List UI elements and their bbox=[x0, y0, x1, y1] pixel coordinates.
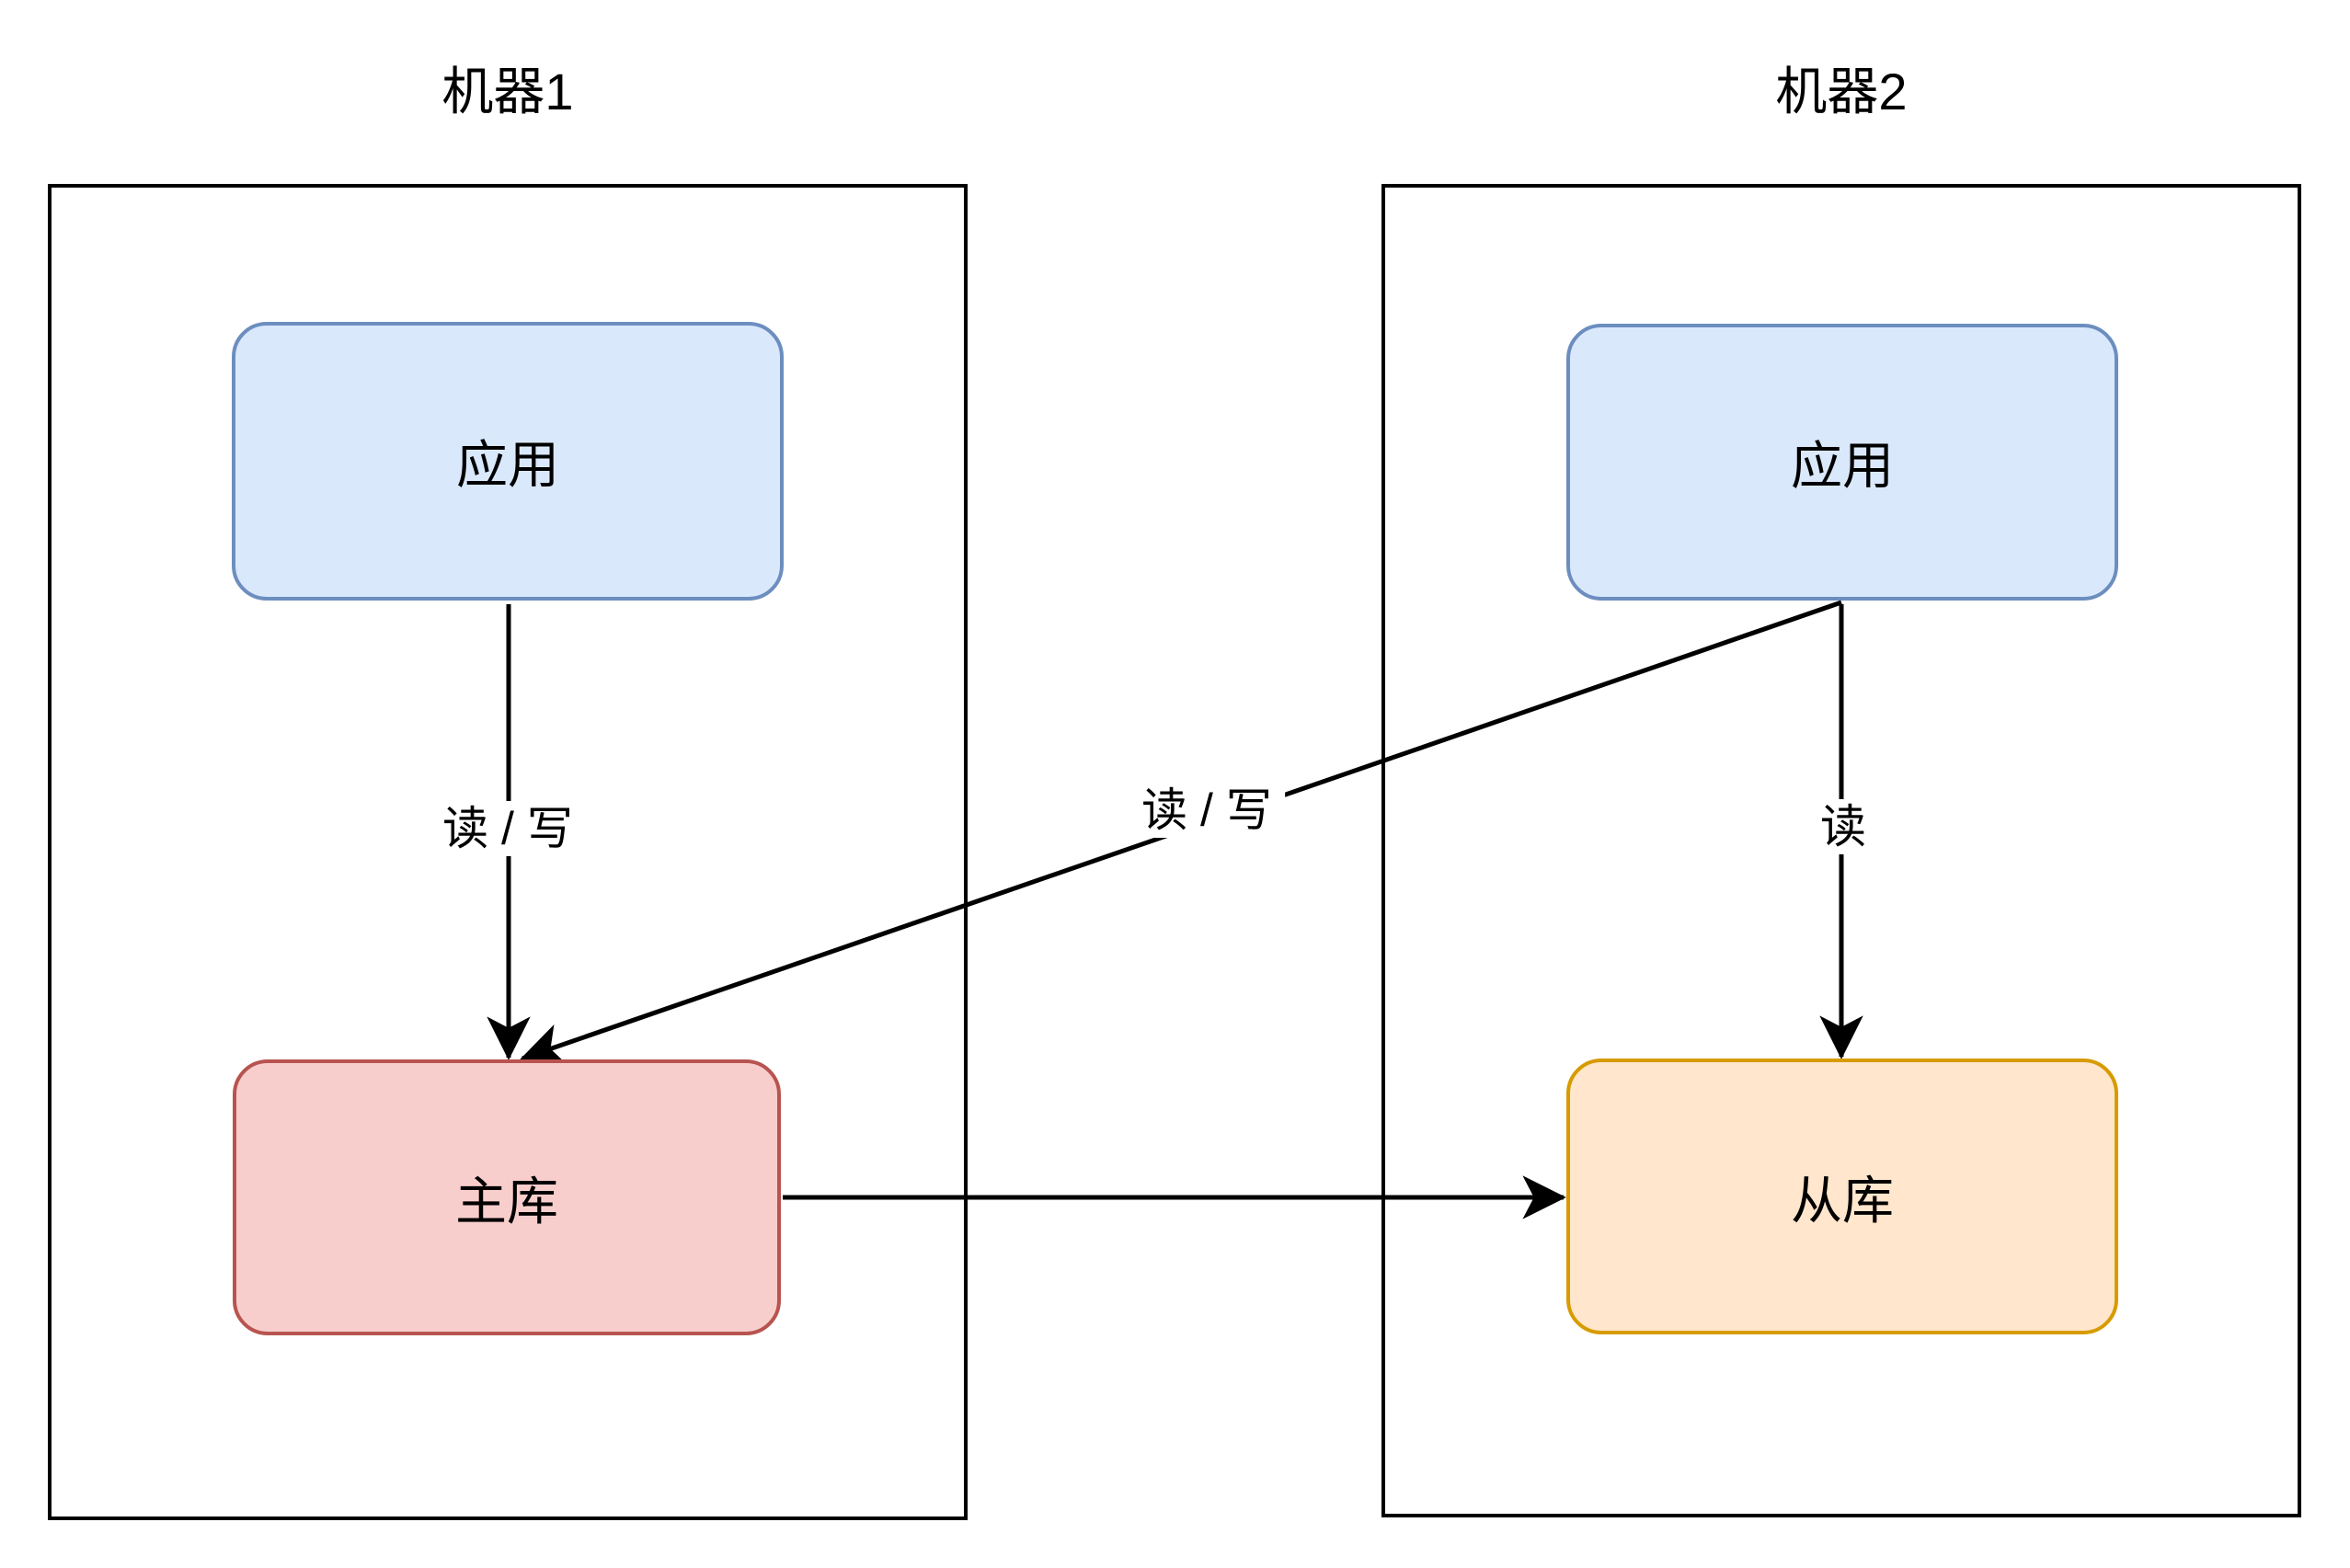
machine1-title: 机器1 bbox=[441, 63, 574, 120]
edge-label-read-right: 读 bbox=[1807, 799, 1879, 854]
node-application-machine1: 应用 bbox=[232, 322, 784, 601]
machine1-container bbox=[48, 184, 968, 1520]
node-slave-database: 从库 bbox=[1566, 1059, 2118, 1334]
node-master-database: 主库 bbox=[233, 1059, 781, 1335]
node-application-machine2-label: 应用 bbox=[1791, 437, 1894, 495]
edge-label-read-write-middle: 读 / 写 bbox=[1129, 783, 1285, 838]
machine2-title: 机器2 bbox=[1775, 63, 1908, 120]
edge-label-read-write-left: 读 / 写 bbox=[430, 801, 586, 856]
node-application-machine2: 应用 bbox=[1566, 324, 2118, 601]
node-slave-database-label: 从库 bbox=[1791, 1171, 1894, 1230]
node-master-database-label: 主库 bbox=[455, 1172, 558, 1230]
node-application-machine1-label: 应用 bbox=[456, 436, 559, 494]
machine2-container bbox=[1381, 184, 2301, 1517]
